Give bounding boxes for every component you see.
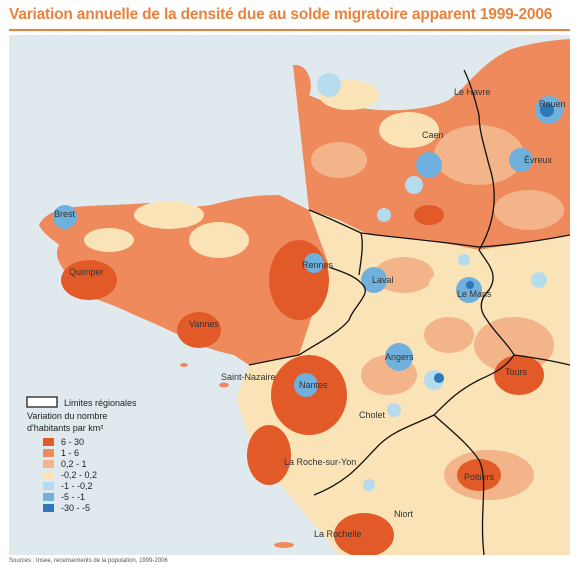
legend-swatch-class-3	[43, 460, 54, 468]
city-label-tours: Tours	[505, 367, 528, 377]
source-note: Sources : Insee, recensements de la popu…	[9, 558, 168, 564]
legend-label-class-5: -1 - -0,2	[61, 481, 93, 491]
city-label-laval: Laval	[372, 275, 394, 285]
legend-swatch-class-4	[43, 471, 54, 479]
legend-swatch-class-5	[43, 482, 54, 490]
city-label-angers: Angers	[385, 352, 414, 362]
legend-label-class-6: -5 - -1	[61, 492, 85, 502]
map-area: Le Havre Rouen Caen Évreux Brest Quimper…	[9, 35, 570, 555]
class-light-blue-patches	[317, 73, 547, 491]
legend-label-class-2: 1 - 6	[61, 448, 79, 458]
title-rule	[9, 29, 570, 31]
city-label-la-rochelle: La Rochelle	[314, 529, 362, 539]
islands	[180, 363, 294, 548]
legend-swatch-class-1	[43, 438, 54, 446]
city-label-nantes: Nantes	[299, 380, 328, 390]
legend-boundary-label: Limites régionales	[64, 398, 137, 408]
map-legend: Limites régionales Variation du nombre d…	[26, 396, 137, 513]
city-label-rennes: Rennes	[302, 260, 334, 270]
city-label-rouen: Rouen	[539, 99, 566, 109]
city-label-niort: Niort	[394, 509, 414, 519]
city-label-brest: Brest	[54, 209, 76, 219]
city-label-le-mans: Le Mans	[457, 289, 492, 299]
legend-title-line1: Variation du nombre	[27, 411, 107, 421]
city-label-caen: Caen	[422, 130, 444, 140]
city-label-vannes: Vannes	[189, 319, 219, 329]
legend-swatch-class-2	[43, 449, 54, 457]
city-label-poitiers: Poitiers	[464, 472, 495, 482]
legend-boundary-swatch	[26, 396, 58, 408]
class-dark-blue-patches	[434, 103, 554, 383]
city-label-la-roche-sur-yon: La Roche-sur-Yon	[284, 457, 356, 467]
city-label-saint-nazaire: Saint-Nazaire	[221, 372, 276, 382]
city-label-le-havre: Le Havre	[454, 87, 491, 97]
class-dark-orange-patches	[61, 205, 544, 555]
city-label-quimper: Quimper	[69, 267, 104, 277]
map-title: Variation annuelle de la densité due au …	[9, 6, 553, 23]
legend-label-class-1: 6 - 30	[61, 437, 84, 447]
legend-swatch-class-6	[43, 493, 54, 501]
legend-label-class-3: 0,2 - 1	[61, 459, 87, 469]
class-mid-blue-patches	[53, 96, 563, 397]
choropleth-map: Le Havre Rouen Caen Évreux Brest Quimper…	[9, 35, 570, 555]
city-label-evreux: Évreux	[524, 155, 553, 165]
legend-title-line2: d'habitants par km²	[27, 423, 103, 433]
legend-swatch-class-7	[43, 504, 54, 512]
legend-label-class-7: -30 - -5	[61, 503, 90, 513]
city-label-cholet: Cholet	[359, 410, 386, 420]
land-normandy	[293, 39, 570, 250]
legend-label-class-4: -0,2 - 0,2	[61, 470, 97, 480]
regional-boundaries	[248, 69, 570, 555]
